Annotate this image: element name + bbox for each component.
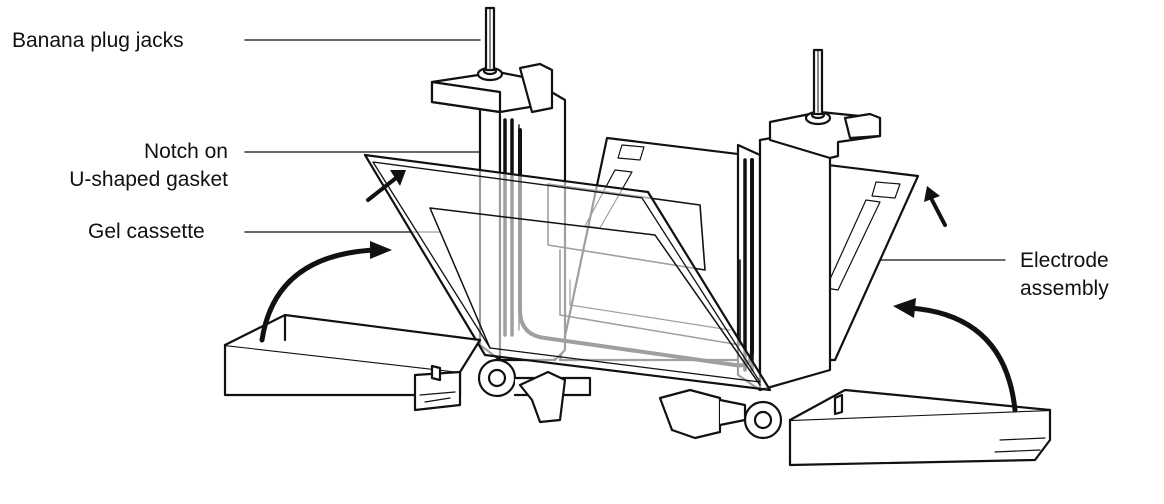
label-electrode-assembly: Electrode assembly <box>1020 247 1109 303</box>
arrows <box>259 170 1018 413</box>
gel-cassette <box>363 153 772 392</box>
label-electrode-line2: assembly <box>1020 277 1109 300</box>
arrow-up-left <box>366 176 398 202</box>
label-notch-gasket: Notch on U-shaped gasket <box>40 138 228 194</box>
arrow-left-curve <box>259 247 378 343</box>
label-electrode-line1: Electrode <box>1020 249 1109 272</box>
label-gel-text: Gel cassette <box>88 220 205 243</box>
base-frame <box>223 313 1052 467</box>
right-electrode-tower <box>736 48 882 392</box>
label-banana-text: Banana plug jacks <box>12 29 184 52</box>
label-notch-line2: U-shaped gasket <box>69 168 228 191</box>
arrow-right-curve <box>907 305 1018 413</box>
label-notch-line1: Notch on <box>143 140 228 163</box>
label-banana-plug-jacks: Banana plug jacks <box>12 27 184 55</box>
label-gel-cassette: Gel cassette <box>88 218 205 246</box>
arrow-up-right <box>930 198 947 227</box>
